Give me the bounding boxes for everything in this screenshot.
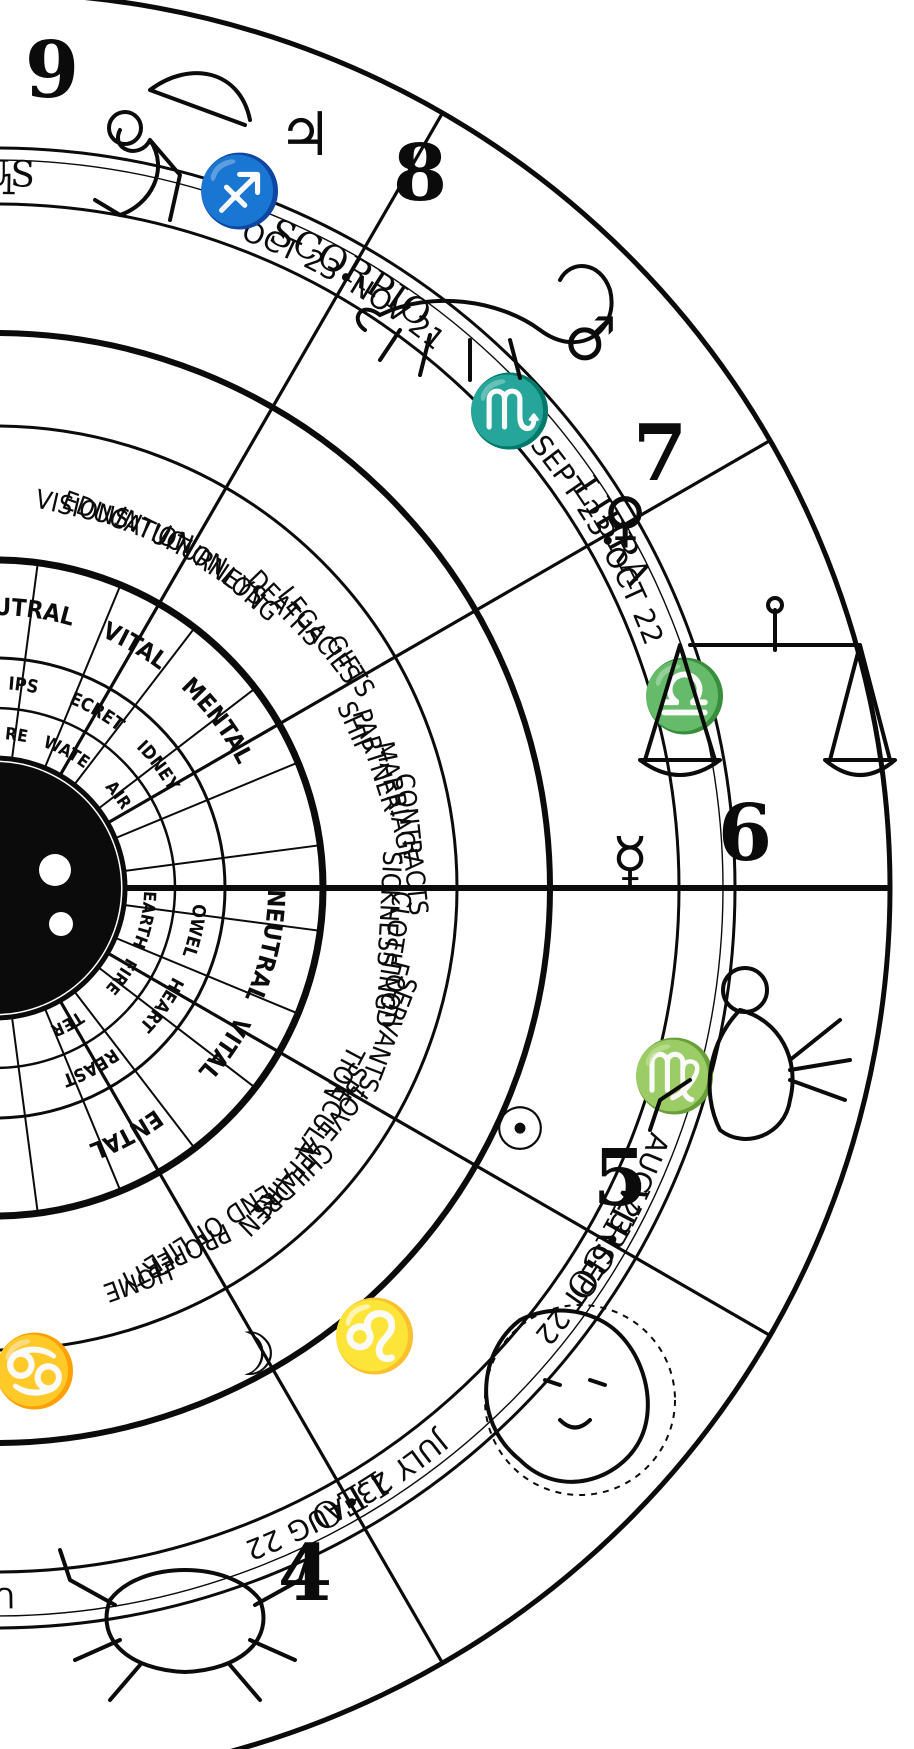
inner-ring-outer-5: VITAL — [193, 1013, 256, 1086]
house-number-4: 4 — [278, 1528, 332, 1619]
house-number-9: 9 — [25, 25, 79, 116]
arc-guide — [0, 194, 175, 287]
inner-ring-outer-3: MENTAL — [176, 672, 258, 768]
house-number-5: 5 — [593, 1133, 647, 1224]
sign-glyph-icon: ♏ — [466, 370, 553, 452]
inner-ring-outer-2-path: VITAL — [99, 616, 173, 675]
maiden-head — [723, 968, 767, 1012]
inner-ring-middle-1: IPS — [8, 673, 41, 698]
inner-ring-outer-1-path: UTRAL — [0, 593, 78, 632]
house-number-8: 8 — [393, 128, 447, 219]
planet-glyph-icon: ♃ — [278, 100, 332, 170]
sign-dates-cancer: UNE 22•JULY 22 — [0, 1552, 15, 1614]
inner-ring-inner-5: FIRE — [101, 955, 140, 999]
sign-glyph-icon: ♐ — [196, 150, 283, 232]
sign-glyph-icon: ♍ — [631, 1035, 718, 1117]
planet-glyph-icon: ☿ — [612, 825, 649, 895]
inner-ring-inner-3-path: AIR — [101, 777, 135, 813]
inner-ring-inner-1-path: RE — [4, 724, 29, 747]
inner-ring-inner-5-path: FIRE — [101, 955, 140, 999]
planet-glyph-icon: ☽ — [223, 1320, 277, 1390]
inner-ring-inner-4-path: EARTH — [128, 891, 159, 952]
inner-ring-outer-3-path: MENTAL — [176, 672, 258, 768]
inner-ring-middle-1-path: IPS — [8, 673, 41, 698]
inner-ring-outer-5-path: VITAL — [193, 1013, 256, 1086]
arc-guide — [0, 186, 177, 280]
center-hub — [0, 762, 121, 1014]
sign-glyph-icon: ♌ — [331, 1295, 418, 1377]
inner-ring-inner-1: RE — [4, 724, 29, 747]
inner-ring-outer-4: NEUTRAL — [239, 889, 290, 1007]
sign-glyph-icon: ♋ — [0, 1330, 79, 1412]
sign-dates-sagittarius: NOV 22•DEC 21 — [0, 168, 18, 230]
center-highlight — [39, 854, 71, 886]
inner-ring-outer-4-path: NEUTRAL — [239, 889, 290, 1007]
sign-dates-leo-path: JULY 23•AUG 22 — [241, 1424, 455, 1567]
center-disc — [0, 762, 121, 1014]
house-meaning-4-line-4: SICKNESS — [370, 850, 406, 967]
archer-head — [109, 112, 141, 144]
planet-glyph-icon: ☉ — [493, 1095, 547, 1165]
inner-ring-outer-1: UTRAL — [0, 593, 78, 632]
inner-ring-outer-2: VITAL — [99, 616, 173, 675]
center-highlight — [49, 912, 73, 936]
sign-dates-cancer-path: UNE 22•JULY 22 — [0, 1552, 15, 1614]
sign-dates-sagittarius-path: NOV 22•DEC 21 — [0, 168, 18, 230]
inner-ring-outer-6-path: ENTAL — [86, 1104, 168, 1165]
sign-dates-leo: JULY 23•AUG 22 — [241, 1424, 455, 1567]
planet-glyph-icon: ♀ — [603, 485, 647, 555]
inner-ring-inner-3: AIR — [101, 777, 135, 813]
inner-ring-inner-4: EARTH — [128, 891, 159, 952]
inner-ring-outer-6: ENTAL — [86, 1104, 168, 1165]
house-number-6: 6 — [718, 788, 772, 879]
